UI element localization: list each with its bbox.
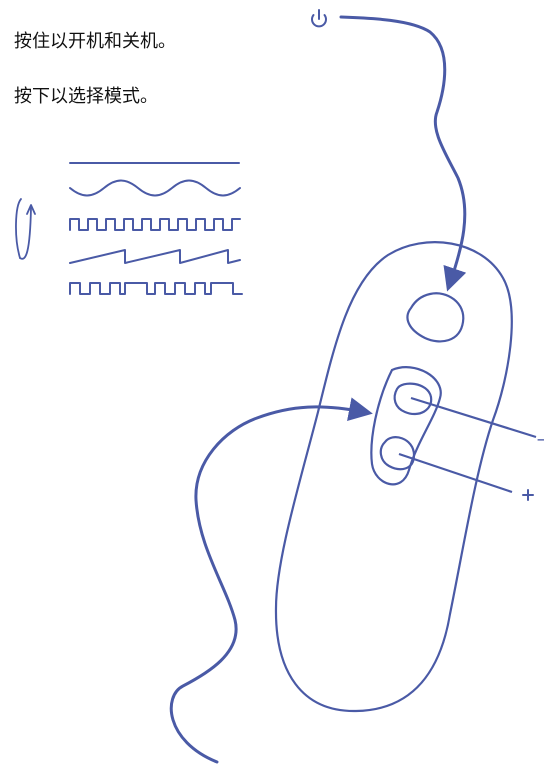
device-body bbox=[274, 241, 513, 713]
minus-button[interactable] bbox=[393, 382, 433, 416]
sawtooth-pattern bbox=[69, 249, 241, 264]
plus-button[interactable] bbox=[379, 436, 416, 471]
burst-pattern bbox=[69, 282, 243, 295]
minus-label: − bbox=[536, 430, 544, 449]
minus-leader-line bbox=[410, 396, 537, 439]
mode-instruction: 按下以选择模式。 bbox=[14, 86, 158, 107]
power-button[interactable] bbox=[406, 292, 465, 343]
power-instruction: 按住以开机和关机。 bbox=[14, 31, 176, 52]
plus-label bbox=[522, 489, 534, 501]
plus-leader-line bbox=[398, 452, 513, 494]
mode-arrow bbox=[169, 397, 373, 764]
power-icon bbox=[311, 9, 327, 28]
pulse-pattern bbox=[69, 218, 241, 231]
wave-pattern bbox=[69, 179, 241, 197]
button-cluster-outline bbox=[370, 366, 442, 486]
mode-patterns bbox=[69, 162, 243, 295]
intensity-buttons bbox=[370, 366, 442, 486]
cycle-arrow-icon bbox=[15, 198, 36, 260]
power-arrow bbox=[339, 15, 467, 292]
